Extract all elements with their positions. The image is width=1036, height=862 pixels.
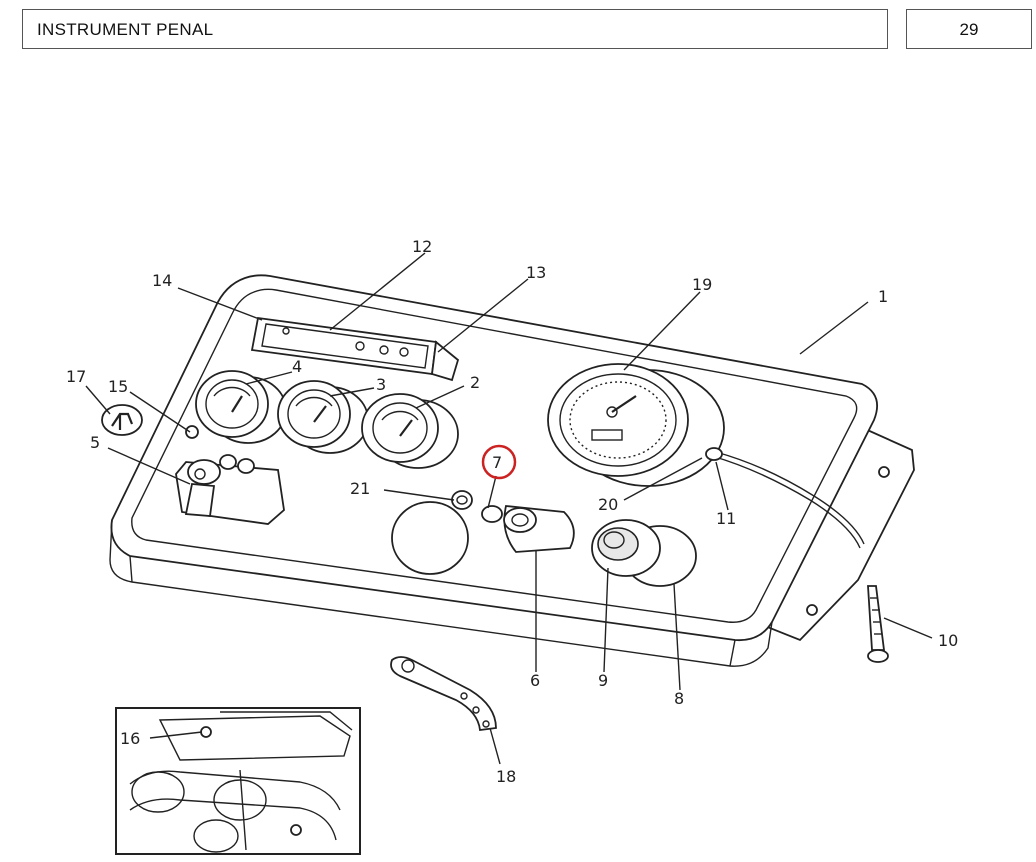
callout-12: 12 xyxy=(412,237,432,256)
callout-9: 9 xyxy=(598,671,608,690)
callout-14: 14 xyxy=(152,271,172,290)
callout-20: 20 xyxy=(598,495,618,514)
gauge-4 xyxy=(195,370,287,444)
callout-13: 13 xyxy=(526,263,546,282)
bulb-15 xyxy=(185,425,199,439)
ignition-parts xyxy=(391,490,575,575)
callout-17: 17 xyxy=(66,367,86,386)
callout-1: 1 xyxy=(878,287,888,306)
callout-labels: 12 13 14 1 19 4 3 2 17 15 5 21 7 20 11 6… xyxy=(66,237,958,786)
leader-lines xyxy=(85,252,933,765)
speedometer-cable xyxy=(705,447,865,549)
callout-5: 5 xyxy=(90,433,100,452)
callout-11: 11 xyxy=(716,509,736,528)
gauge-3 xyxy=(277,380,369,454)
speedometer-19 xyxy=(547,363,725,487)
page-number: 29 xyxy=(959,20,979,39)
callout-2: 2 xyxy=(470,373,480,392)
indicator-switch-17 xyxy=(101,404,143,436)
callout-3: 3 xyxy=(376,375,386,394)
callout-18: 18 xyxy=(496,767,516,786)
callout-16: 16 xyxy=(120,729,140,748)
callout-10: 10 xyxy=(938,631,958,650)
callout-21: 21 xyxy=(350,479,370,498)
gauge-2 xyxy=(361,393,459,469)
callout-7: 7 xyxy=(492,453,502,472)
page-title: INSTRUMENT PENAL xyxy=(37,20,214,39)
highlight-circle-7 xyxy=(481,444,517,480)
callout-6: 6 xyxy=(530,671,540,690)
inset-detail xyxy=(115,707,361,855)
callout-19: 19 xyxy=(692,275,712,294)
page-number-box: 29 xyxy=(906,9,1032,49)
bracket-18 xyxy=(390,656,497,732)
start-button-9-8 xyxy=(591,519,697,587)
callout-15: 15 xyxy=(108,377,128,396)
light-switch-5 xyxy=(175,454,285,525)
callout-4: 4 xyxy=(292,357,302,376)
bolt-10 xyxy=(867,585,889,663)
callout-8: 8 xyxy=(674,689,684,708)
title-box: INSTRUMENT PENAL xyxy=(22,9,888,49)
